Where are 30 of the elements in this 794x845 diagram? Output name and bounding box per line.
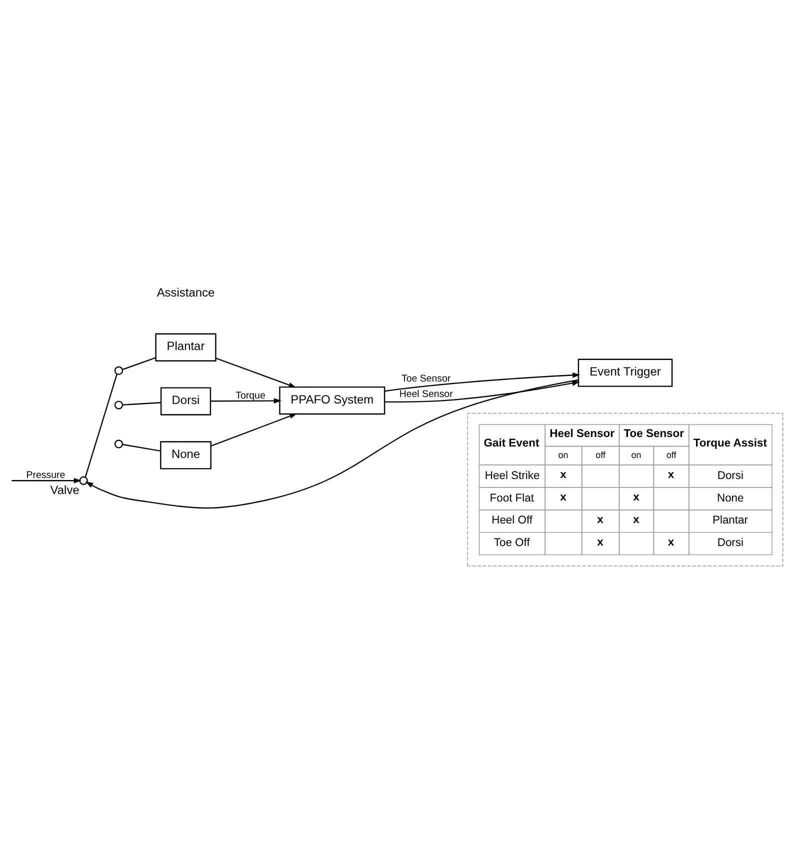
label: x: [668, 536, 674, 548]
label: x: [668, 468, 674, 481]
label: Assistance: [156, 284, 215, 299]
label: on: [631, 449, 642, 460]
label: Toe Off: [494, 536, 530, 549]
label: x: [560, 490, 566, 503]
label: x: [597, 513, 604, 526]
label: Gait Event: [484, 437, 540, 450]
label: x: [560, 468, 566, 481]
label: Heel Off: [492, 514, 533, 526]
label: on: [558, 449, 568, 460]
label: Plantar: [712, 514, 748, 526]
label: None: [716, 492, 744, 504]
label: Heel Sensor: [550, 428, 614, 440]
node-label: Valve: [50, 482, 80, 496]
label: x: [597, 536, 604, 548]
edge-label: Heel Sensor: [399, 388, 453, 400]
label: Dorsi: [717, 536, 744, 549]
edge-label: Toe Sensor: [402, 372, 451, 384]
edge-label: Pressure: [26, 469, 66, 480]
label: Foot Flat: [490, 492, 534, 504]
label: x: [633, 490, 640, 503]
label: off: [596, 449, 606, 460]
label: Toe Sensor: [624, 428, 684, 440]
label: Dorsi: [717, 469, 744, 482]
label: x: [633, 513, 640, 526]
label: off: [666, 449, 676, 460]
label: Heel Strike: [484, 469, 540, 482]
edge-label: Torque: [236, 390, 266, 402]
label: Torque Assist: [693, 437, 767, 450]
